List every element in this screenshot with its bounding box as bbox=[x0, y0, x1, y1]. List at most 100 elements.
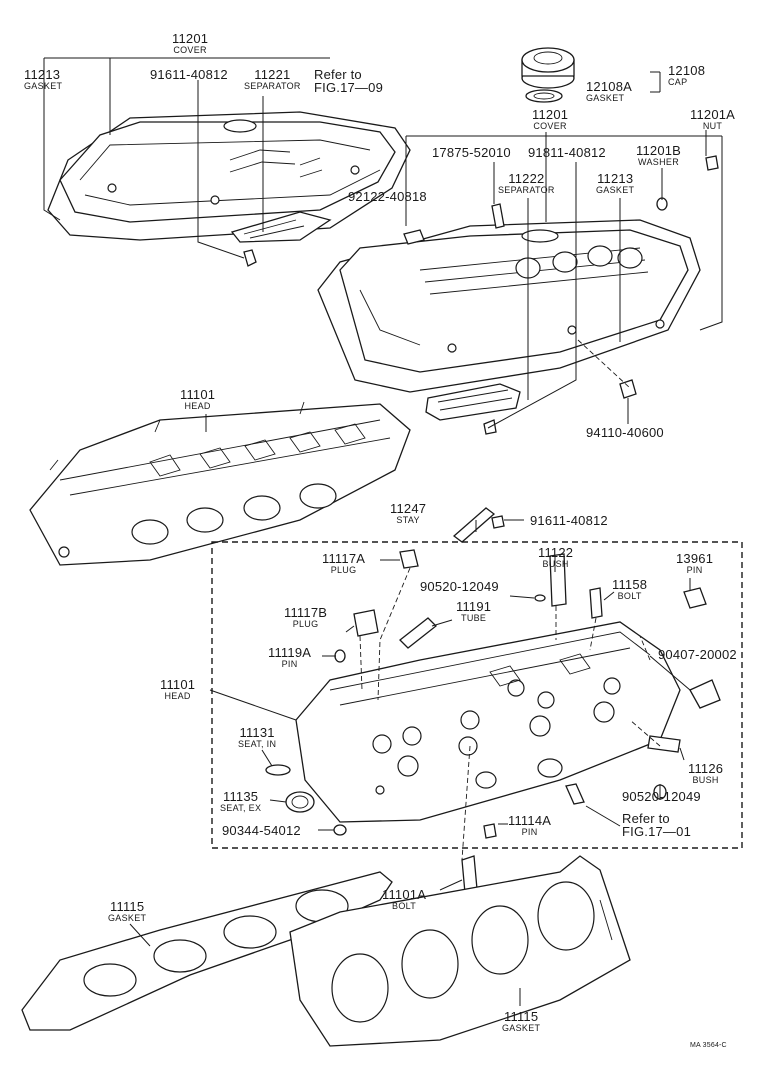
part-name: GASKET bbox=[586, 93, 625, 103]
part-number: 11115 bbox=[504, 1009, 539, 1024]
part-name: PIN bbox=[281, 659, 298, 669]
part-label-12108a: 12108A GASKET bbox=[586, 80, 632, 103]
part-label-91611-40812-stay: 91611-40812 bbox=[530, 514, 608, 527]
part-number: 91611-40812 bbox=[530, 513, 608, 528]
part-label-11201-left: 11201 COVER bbox=[172, 32, 208, 55]
reference-text: Refer to bbox=[622, 811, 670, 826]
part-number: 11115 bbox=[110, 899, 145, 914]
part-label-90520-12049-upper: 90520-12049 bbox=[420, 580, 499, 593]
part-number: 11117A bbox=[322, 551, 366, 566]
right-head-gasket-illustration bbox=[289, 855, 631, 1047]
part-name: CAP bbox=[668, 77, 688, 87]
right-cylinder-head-illustration bbox=[295, 621, 681, 823]
part-number: 11201B bbox=[636, 143, 682, 158]
part-name: NUT bbox=[702, 121, 723, 131]
part-number: 91611-40812 bbox=[150, 67, 228, 82]
part-name: GASKET bbox=[596, 185, 635, 195]
part-label-11247: 11247 STAY bbox=[390, 502, 426, 525]
part-label-90520-12049-lower: 90520-12049 bbox=[622, 790, 701, 803]
part-number: 11119A bbox=[268, 645, 312, 660]
part-label-94110-40600: 94110-40600 bbox=[586, 426, 664, 439]
part-number: 11101 bbox=[160, 677, 196, 692]
part-name: GASKET bbox=[108, 913, 147, 923]
part-name: SEAT, EX bbox=[220, 803, 262, 813]
part-label-11126: 11126 BUSH bbox=[688, 762, 723, 785]
part-number: 11131 bbox=[239, 725, 275, 740]
part-label-11119a: 11119A PIN bbox=[268, 646, 311, 669]
part-label-17875-52010: 17875-52010 bbox=[432, 146, 511, 159]
part-name: BOLT bbox=[617, 591, 642, 601]
reference-fig-17-01: Refer to FIG.17—01 bbox=[622, 812, 691, 838]
oil-filler-cap-illustration bbox=[521, 47, 575, 103]
part-name: COVER bbox=[173, 45, 207, 55]
part-number: 11221 bbox=[254, 67, 291, 82]
part-label-11122: 11122 BUSH bbox=[538, 546, 573, 569]
part-number: 17875-52010 bbox=[432, 145, 511, 160]
part-number: 11101 bbox=[180, 387, 216, 402]
left-cylinder-head-illustration bbox=[29, 401, 411, 566]
part-number: 11222 bbox=[508, 171, 545, 186]
part-name: GASKET bbox=[24, 81, 63, 91]
part-label-91611-40812-top: 91611-40812 bbox=[150, 68, 228, 81]
part-label-11117b: 11117B PLUG bbox=[284, 606, 327, 629]
part-label-13961: 13961 PIN bbox=[676, 552, 713, 575]
part-name: HEAD bbox=[164, 691, 191, 701]
part-label-11191: 11191 TUBE bbox=[456, 600, 491, 623]
part-name: SEAT, IN bbox=[238, 739, 277, 749]
reference-figure: FIG.17—01 bbox=[622, 824, 691, 839]
part-name: BUSH bbox=[542, 559, 569, 569]
part-number: 11201A bbox=[690, 107, 736, 122]
part-number: 11247 bbox=[390, 501, 427, 516]
part-number: 12108 bbox=[668, 63, 706, 78]
part-label-11131: 11131 SEAT, IN bbox=[238, 726, 276, 749]
right-head-cover-illustration bbox=[317, 155, 719, 435]
part-label-11101a: 11101A BOLT bbox=[382, 888, 426, 911]
part-name: SEPARATOR bbox=[244, 81, 301, 91]
part-label-11201-right: 11201 COVER bbox=[532, 108, 568, 131]
part-label-11101-upper: 11101 HEAD bbox=[180, 388, 215, 411]
part-number: 90407-20002 bbox=[658, 647, 737, 662]
part-number: 94110-40600 bbox=[586, 425, 664, 440]
reference-text: Refer to bbox=[314, 67, 362, 82]
part-name: WASHER bbox=[638, 157, 680, 167]
leader-lines bbox=[43, 57, 723, 1006]
part-number: 11135 bbox=[223, 789, 259, 804]
part-number: 11158 bbox=[612, 577, 648, 592]
part-name: HEAD bbox=[184, 401, 211, 411]
stay-illustration bbox=[452, 507, 505, 543]
part-number: 92122-40818 bbox=[348, 189, 427, 204]
left-head-gasket-illustration bbox=[21, 871, 393, 1031]
part-number: 11191 bbox=[456, 599, 492, 614]
part-number: 12108A bbox=[586, 79, 633, 94]
part-number: 11201 bbox=[532, 107, 569, 122]
part-label-11213-left: 11213 GASKET bbox=[24, 68, 62, 91]
part-label-11201b: 11201B WASHER bbox=[636, 144, 681, 167]
part-number: 11213 bbox=[24, 67, 61, 82]
part-number: 90520-12049 bbox=[420, 579, 499, 594]
part-label-11222: 11222 SEPARATOR bbox=[498, 172, 555, 195]
part-label-91811-40812: 91811-40812 bbox=[528, 146, 606, 159]
part-label-11135: 11135 SEAT, EX bbox=[220, 790, 261, 813]
part-number: 11201 bbox=[172, 31, 209, 46]
part-number: 11117B bbox=[284, 605, 328, 620]
part-name: TUBE bbox=[461, 613, 487, 623]
part-number: 11114A bbox=[508, 813, 552, 828]
part-label-11158: 11158 BOLT bbox=[612, 578, 647, 601]
part-number: 11126 bbox=[688, 761, 724, 776]
part-number: 11101A bbox=[382, 887, 427, 902]
part-name: SEPARATOR bbox=[498, 185, 555, 195]
head-assembly-group-box bbox=[211, 541, 743, 849]
part-number: 13961 bbox=[676, 551, 714, 566]
part-label-11115-left: 11115 GASKET bbox=[108, 900, 146, 923]
part-name: PIN bbox=[686, 565, 703, 575]
part-number: 90520-12049 bbox=[622, 789, 701, 804]
part-number: 11122 bbox=[538, 545, 574, 560]
part-label-11115-right: 11115 GASKET bbox=[502, 1010, 540, 1033]
part-label-11221: 11221 SEPARATOR bbox=[244, 68, 301, 91]
part-label-11213-right: 11213 GASKET bbox=[596, 172, 634, 195]
part-name: PIN bbox=[521, 827, 538, 837]
part-name: STAY bbox=[396, 515, 420, 525]
part-name: GASKET bbox=[502, 1023, 541, 1033]
part-label-11117a: 11117A PLUG bbox=[322, 552, 365, 575]
